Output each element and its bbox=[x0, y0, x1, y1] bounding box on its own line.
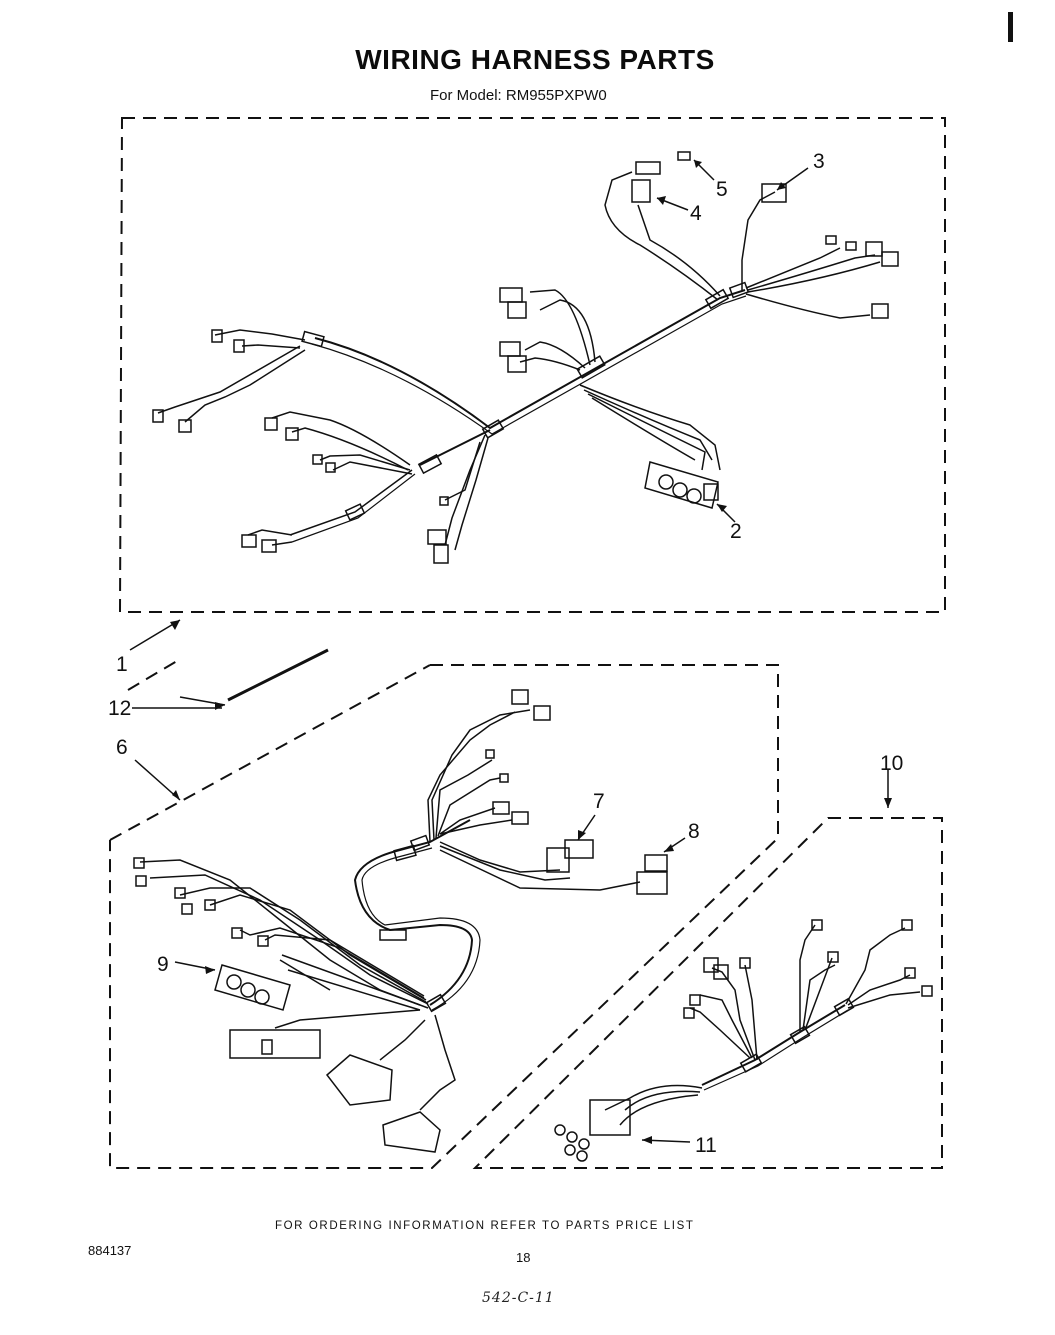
harness-1-boundary bbox=[118, 117, 946, 613]
harness-10-boundary bbox=[472, 817, 943, 1169]
connector-block-mid bbox=[325, 1019, 426, 1106]
connector-block-left bbox=[229, 1009, 421, 1059]
connector-4 bbox=[631, 179, 651, 203]
callout-1: 1 bbox=[116, 653, 128, 676]
callout-5: 5 bbox=[716, 178, 728, 201]
handwritten-note: 542-C-11 bbox=[482, 1290, 555, 1306]
page-number: 18 bbox=[516, 1250, 531, 1265]
connector-3 bbox=[761, 183, 787, 203]
callout-6: 6 bbox=[116, 736, 128, 759]
arrowheads bbox=[170, 160, 892, 1144]
callout-7: 7 bbox=[593, 790, 605, 813]
connector-9 bbox=[214, 954, 421, 1011]
callout-4: 4 bbox=[690, 202, 702, 225]
terminal-5 bbox=[677, 151, 691, 161]
connector-7 bbox=[546, 839, 594, 873]
callout-8: 8 bbox=[688, 820, 700, 843]
connector-block-lower bbox=[382, 1014, 456, 1153]
callout-9: 9 bbox=[157, 953, 169, 976]
callout-2: 2 bbox=[730, 520, 742, 543]
connector-4-top bbox=[635, 161, 661, 175]
model-label: For Model: bbox=[430, 87, 502, 104]
harness-6-assembly bbox=[133, 689, 668, 1153]
callout-11: 11 bbox=[695, 1134, 717, 1157]
corner-registration-mark bbox=[1008, 12, 1013, 42]
part-12-tie bbox=[227, 648, 329, 702]
leader-1 bbox=[129, 619, 181, 651]
harness-6-boundary bbox=[109, 664, 779, 1169]
connector-8 bbox=[636, 854, 668, 895]
main-harness-assembly bbox=[152, 151, 899, 564]
ordering-note: FOR ORDERING INFORMATION REFER TO PARTS … bbox=[275, 1220, 695, 1232]
callout-3: 3 bbox=[813, 150, 825, 173]
connector-11 bbox=[554, 1099, 631, 1162]
page-title: WIRING HARNESS PARTS bbox=[355, 44, 715, 75]
callout-12: 12 bbox=[108, 697, 131, 720]
callout-10: 10 bbox=[880, 752, 903, 775]
harness-10-assembly bbox=[554, 919, 933, 1162]
model-subtitle: For Model: RM955PXPW0 bbox=[430, 87, 607, 104]
leader-6 bbox=[134, 759, 181, 801]
model-number: RM955PXPW0 bbox=[505, 87, 607, 104]
document-number: 884137 bbox=[88, 1243, 132, 1258]
connector-2 bbox=[644, 461, 719, 509]
